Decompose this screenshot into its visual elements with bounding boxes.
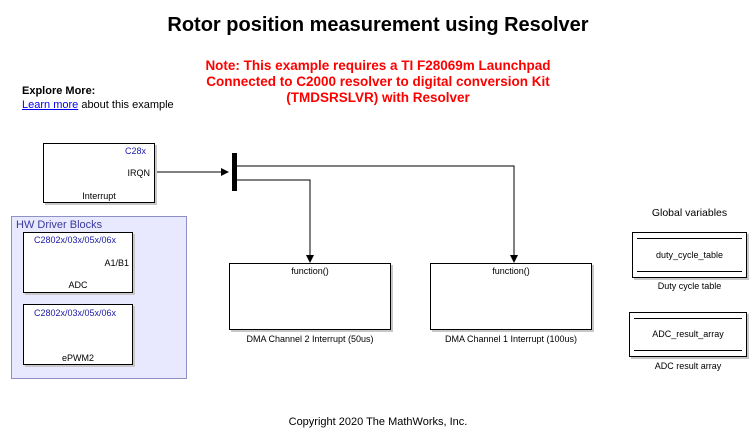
wire-to-dma1[interactable] <box>237 165 518 263</box>
global-variables-title: Global variables <box>651 207 728 219</box>
epwm-block[interactable]: C2802x/03x/05x/06x ePWM2 <box>23 304 133 365</box>
note-line-1: Note: This example requires a TI F28069m… <box>205 58 551 73</box>
irqn-port: IRQN <box>127 168 151 178</box>
dma2-subsystem-block[interactable]: function() <box>229 263 391 330</box>
dma1-label: DMA Channel 1 Interrupt (100us) <box>444 334 578 344</box>
learn-more-link[interactable]: Learn more <box>22 99 79 111</box>
dma1-subsystem-block[interactable]: function() <box>430 263 592 330</box>
dma2-trigger-port: function() <box>291 266 329 276</box>
interrupt-label: Interrupt <box>82 191 116 201</box>
adc-label: ADC <box>68 280 88 290</box>
duty-cycle-store-name: duty_cycle_table <box>655 250 724 260</box>
dma1-trigger-port: function() <box>492 266 530 276</box>
note-line-2: Connected to C2000 resolver to digital c… <box>206 74 550 89</box>
requirement-note: Note: This example requires a TI F28069m… <box>0 58 756 106</box>
dma2-label: DMA Channel 2 Interrupt (50us) <box>246 334 374 344</box>
page-title: Rotor position measurement using Resolve… <box>167 14 589 36</box>
adc-tag: C2802x/03x/05x/06x <box>34 235 117 245</box>
explore-suffix: about this example <box>78 99 174 111</box>
adc-block[interactable]: C2802x/03x/05x/06x A1/B1 ADC <box>23 232 133 293</box>
adc-result-store-block[interactable]: ADC_result_array <box>629 312 747 357</box>
epwm-tag: C2802x/03x/05x/06x <box>34 308 117 318</box>
hw-group-title: HW Driver Blocks <box>16 219 103 231</box>
adc-port: A1/B1 <box>104 258 129 268</box>
adc-result-label: ADC result array <box>654 361 722 371</box>
explore-heading: Explore More: <box>22 85 96 97</box>
note-line-3: (TMDSRSLVR) with Resolver <box>286 90 470 105</box>
copyright: Copyright 2020 The MathWorks, Inc. <box>288 416 468 428</box>
interrupt-block[interactable]: C28x IRQN Interrupt <box>43 143 155 203</box>
wire-to-dma2[interactable] <box>237 179 314 263</box>
demux-bar[interactable] <box>232 153 237 191</box>
epwm-label: ePWM2 <box>61 353 94 363</box>
duty-cycle-label: Duty cycle table <box>657 281 722 291</box>
adc-result-store-name: ADC_result_array <box>652 329 724 339</box>
interrupt-tag: C28x <box>124 146 146 156</box>
explore-more: Explore More: Learn more about this exam… <box>22 84 174 112</box>
duty-cycle-store-block[interactable]: duty_cycle_table <box>632 232 747 278</box>
